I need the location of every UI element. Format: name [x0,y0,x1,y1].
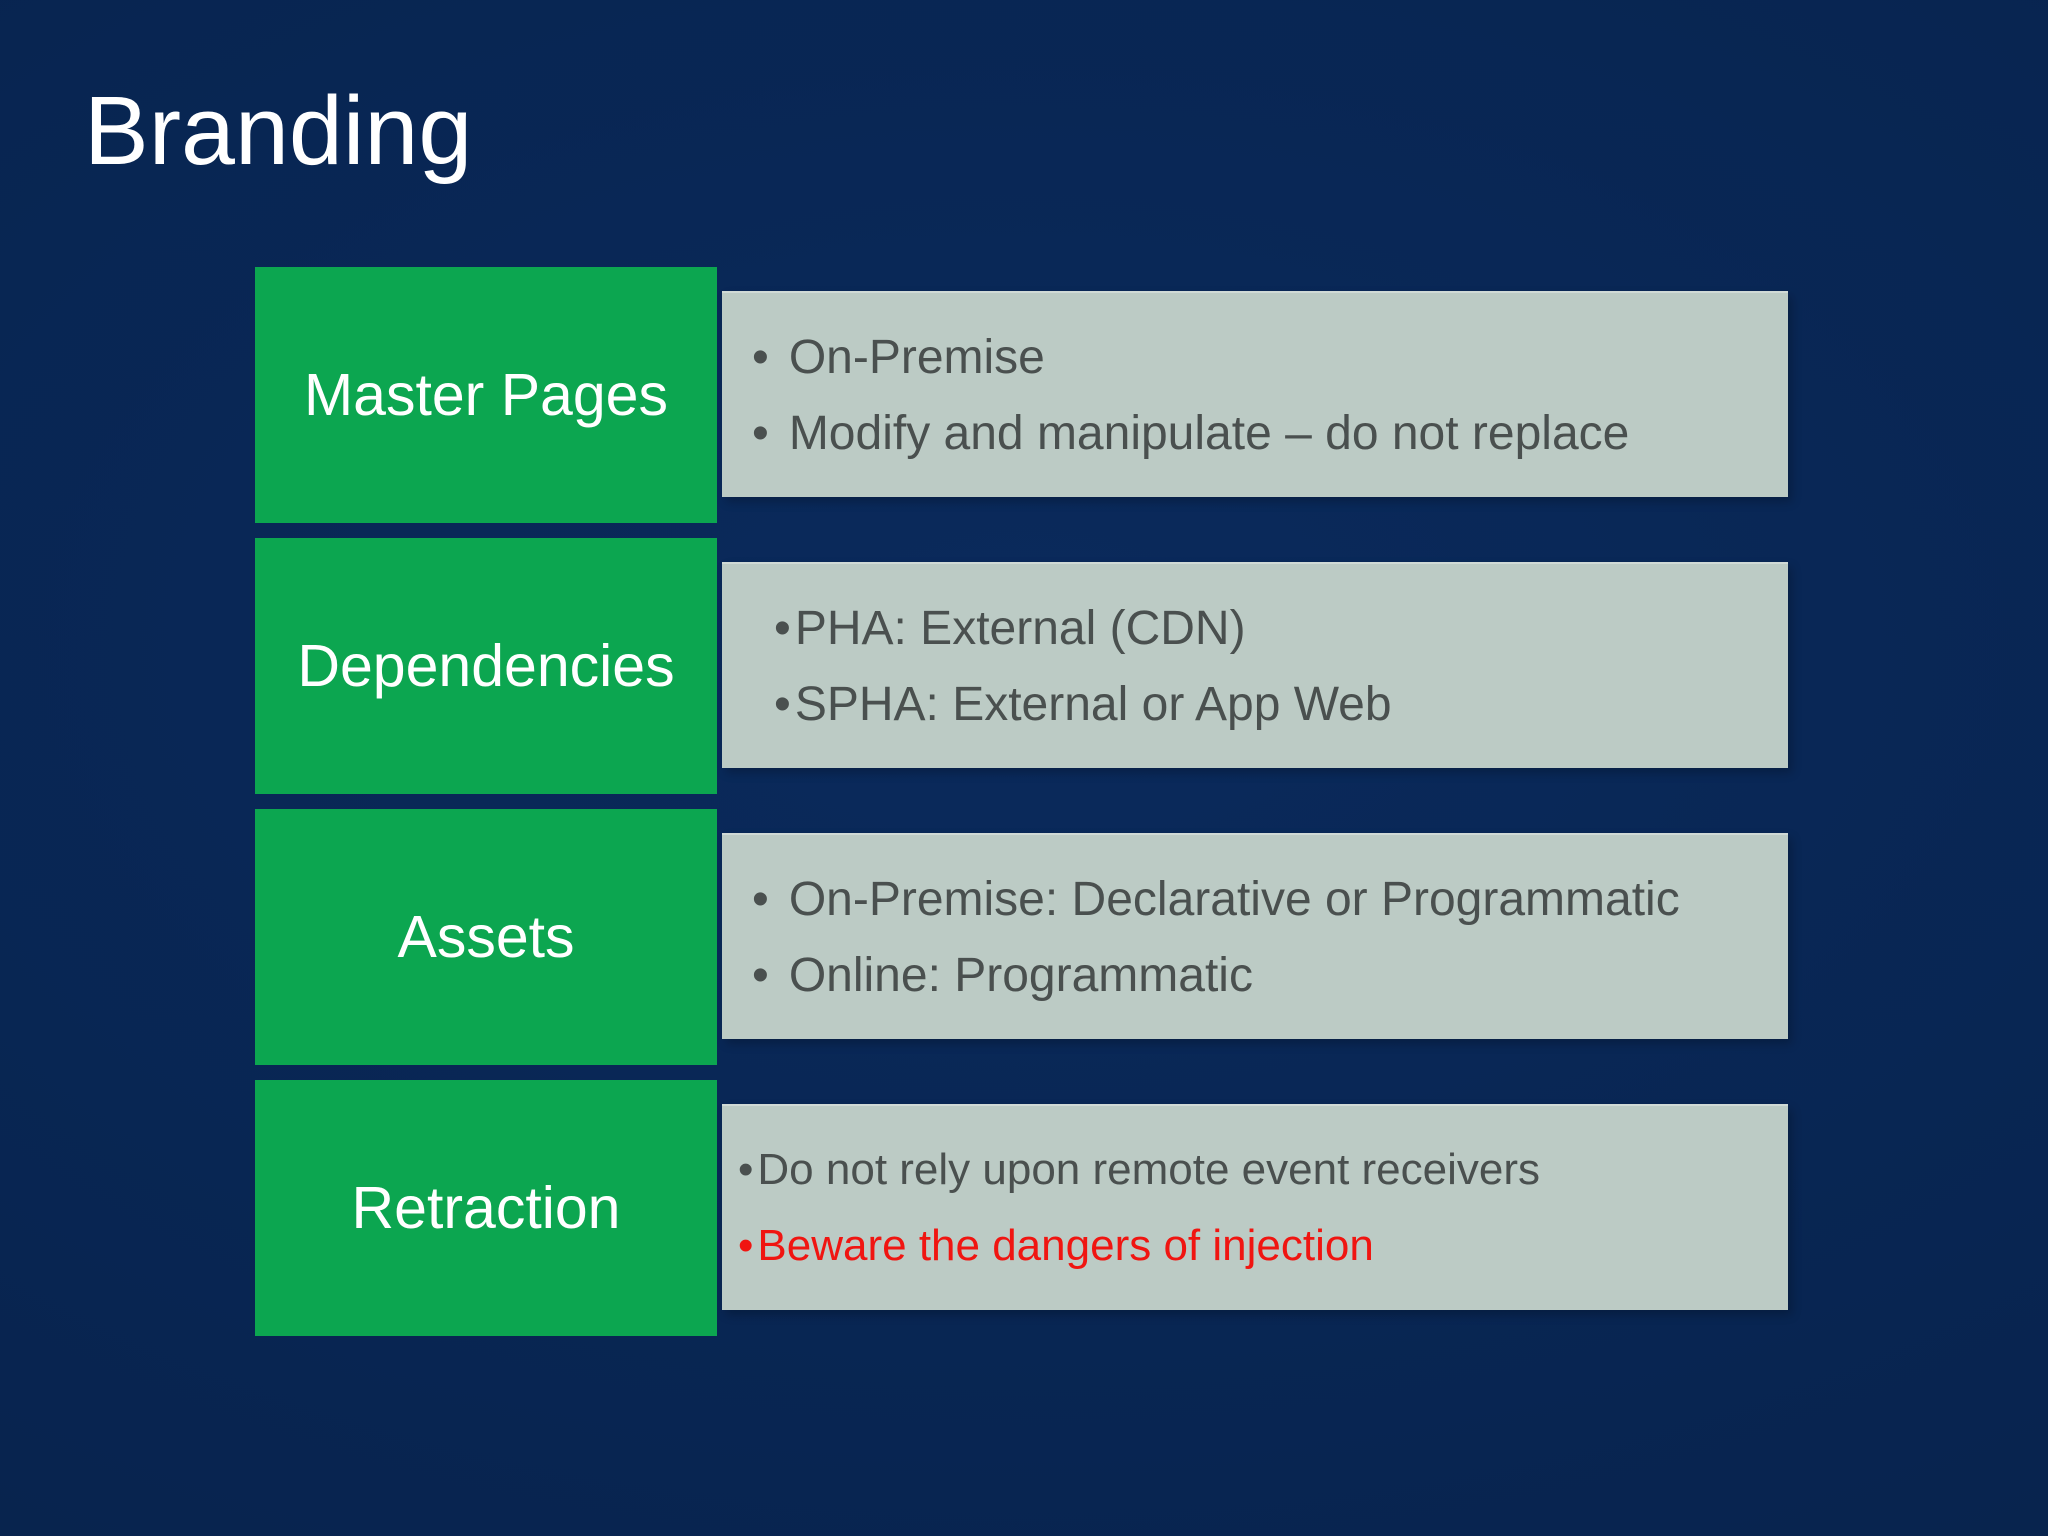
bullet-icon: • [752,330,769,384]
bullet-icon: • [752,406,769,460]
rows-container: Master Pages • On-Premise • Modify and m… [255,267,1788,1336]
bullet-icon: • [774,677,791,731]
bullet-item: • SPHA: External or App Web [774,666,1788,742]
bullet-text: On-Premise [788,330,1045,384]
bullet-icon: • [752,872,769,926]
bullet-text: Online: Programmatic [788,948,1253,1002]
bullet-item: • Modify and manipulate – do not replace [752,395,1788,471]
bullet-icon: • [774,601,791,655]
bullet-item: • PHA: External (CDN) [774,590,1788,666]
row-label: Dependencies [297,632,675,699]
row-label: Retraction [351,1174,621,1241]
label-box-assets: Assets [255,809,717,1065]
row-dependencies: Dependencies • PHA: External (CDN) • SPH… [255,538,1788,794]
bullet-item: • Do not rely upon remote event receiver… [738,1132,1788,1208]
label-box-retraction: Retraction [255,1080,717,1336]
row-label: Assets [397,903,575,970]
bullet-item: • Online: Programmatic [752,937,1788,1013]
row-master-pages: Master Pages • On-Premise • Modify and m… [255,267,1788,523]
bullet-text: Modify and manipulate – do not replace [788,406,1630,460]
row-retraction: Retraction • Do not rely upon remote eve… [255,1080,1788,1336]
bullet-text: PHA: External (CDN) [794,601,1246,655]
bullet-icon: • [752,948,769,1002]
content-panel-assets: • On-Premise: Declarative or Programmati… [722,833,1788,1039]
bullet-item-warning: • Beware the dangers of injection [738,1208,1788,1284]
label-box-master-pages: Master Pages [255,267,717,523]
bullet-item: • On-Premise: Declarative or Programmati… [752,861,1788,937]
bullet-icon: • [738,1221,754,1270]
content-panel-retraction: • Do not rely upon remote event receiver… [722,1104,1788,1310]
slide-title: Branding [84,76,473,185]
bullet-item: • On-Premise [752,319,1788,395]
bullet-text-warning: Beware the dangers of injection [757,1221,1374,1270]
bullet-text: On-Premise: Declarative or Programmatic [788,872,1680,926]
label-box-dependencies: Dependencies [255,538,717,794]
content-panel-dependencies: • PHA: External (CDN) • SPHA: External o… [722,562,1788,768]
content-panel-master-pages: • On-Premise • Modify and manipulate – d… [722,291,1788,497]
bullet-text: Do not rely upon remote event receivers [757,1145,1541,1194]
bullet-text: SPHA: External or App Web [794,677,1392,731]
bullet-icon: • [738,1145,754,1194]
row-assets: Assets • On-Premise: Declarative or Prog… [255,809,1788,1065]
row-label: Master Pages [304,361,668,428]
